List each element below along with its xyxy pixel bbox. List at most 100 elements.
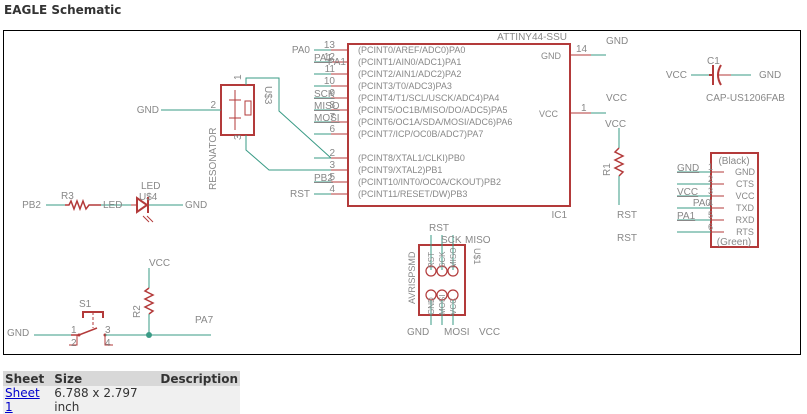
net-label-vcc: VCC: [149, 258, 170, 269]
ftdi-header-body: [710, 152, 759, 248]
xtal1-wire: [245, 77, 332, 159]
net-label-rst: RST: [290, 189, 310, 200]
ic1-pin-number: 10: [324, 76, 336, 87]
led-diode-icon: [136, 196, 149, 214]
s1-ref: S1: [79, 299, 92, 310]
net-label-gnd: GND: [137, 105, 159, 116]
ic1-pin-label: (PCINT6/OC1A/SDA/MOSI/ADC6)PA6: [358, 117, 512, 127]
net-label-gnd: GND: [759, 70, 781, 81]
isp-pin-label: MOSI: [438, 295, 447, 315]
s1-pin4-label: 4: [105, 338, 111, 349]
isp-pad: [436, 265, 448, 277]
ftdi-pin-label: RTS: [736, 227, 754, 237]
isp-pin-label: RST: [427, 252, 436, 268]
led-light-arrow: [142, 215, 150, 223]
ftdi-pin-label: GND: [735, 167, 756, 177]
net-label-mosi: MOSI: [314, 113, 340, 124]
net-label-rst: RST: [429, 223, 449, 234]
resonator-pin3: 3: [233, 134, 244, 140]
ic1-pin-number: 2: [329, 148, 335, 159]
ic1-body: [347, 43, 571, 207]
sheet-table: Sheet Size Description Sheet 1 6.788 x 2…: [3, 371, 240, 414]
r3-resistor: [65, 198, 101, 212]
r2-ref: R2: [132, 305, 143, 318]
ic1-pin-label: (PCINT7/ICP/OC0B/ADC7)PA7: [358, 129, 483, 139]
ic1-pin-number: 7: [329, 112, 335, 123]
sheet-link[interactable]: Sheet 1: [5, 386, 40, 414]
r3-ref: R3: [61, 191, 74, 202]
resonator-crystal: [244, 100, 252, 116]
s1-contact: [77, 333, 81, 337]
net-label-pa7: PA7: [195, 315, 214, 326]
ic1-part-name: ATTINY44-SSU: [497, 32, 567, 43]
header-description: Description: [158, 371, 240, 386]
net-label-pa0: PA0: [693, 198, 712, 209]
net-label-vcc: VCC: [677, 187, 698, 198]
isp-pin-label: VCC: [449, 298, 458, 315]
ic1-pin-label: (PCINT3/T0/ADC3)PA3: [358, 81, 452, 91]
schematic-svg: ATTINY44-SSUIC113(PCINT0/AREF/ADC0)PA0PA…: [7, 32, 785, 349]
led-ref: U$4: [139, 192, 158, 203]
ic1-pin-number: 8: [329, 100, 335, 111]
header-size: Size: [52, 371, 159, 386]
ftdi-pin-number: 3: [708, 186, 713, 196]
ic1-pin-label: (PCINT10/INT0/OC0A/CKOUT)PB2: [358, 177, 501, 187]
net-label-gnd: GND: [185, 200, 207, 211]
s1-pin2-label: 2: [71, 338, 77, 349]
net-label-sck: SCK: [441, 235, 462, 246]
ic1-pin-number: 6: [329, 124, 335, 135]
ic1-pin-number: 4: [329, 184, 335, 195]
page-title: EAGLE Schematic: [4, 3, 122, 17]
ic1-pin-number: 9: [329, 88, 335, 99]
sheet-table-header: Sheet Size Description: [3, 371, 240, 386]
s1-pin3-label: 3: [105, 325, 111, 336]
led-light-arrow: [146, 215, 154, 223]
s1-pin2: [69, 335, 78, 346]
xtal2-wire: [245, 135, 331, 171]
ic1-pin-label: (PCINT2/AIN1/ADC2)PA2: [358, 69, 461, 79]
header-sheet: Sheet: [3, 371, 53, 386]
ic1-pin-label: (PCINT0/AREF/ADC0)PA0: [358, 45, 465, 55]
net-label-miso: MISO: [465, 235, 491, 246]
r1-resistor: [613, 147, 625, 177]
net-label-led: LED: [103, 200, 122, 211]
net-label-pa1: PA1: [314, 53, 333, 64]
ic1-pin-number: 13: [324, 40, 336, 51]
s1-pin4: [104, 335, 113, 346]
resonator-pin2: 2: [210, 100, 216, 111]
isp-pad: [425, 265, 437, 277]
ftdi-pin-label: VCC: [735, 191, 755, 201]
ic1-pin-label: (PCINT11/RESET/DW)PB3: [358, 189, 467, 199]
ic1-pin-label: GND: [541, 51, 562, 61]
ic1-pin-number: 14: [576, 44, 588, 55]
isp-pad: [447, 265, 459, 277]
sheet-size: 6.788 x 2.797 inch: [52, 386, 159, 414]
ic1-pin-number: 11: [325, 64, 336, 75]
net-label-vcc: VCC: [479, 327, 500, 338]
net-label-pa1-overlap: PA1: [328, 57, 347, 68]
isp-pin-label: GND: [427, 297, 436, 315]
ic1-pin-label: (PCINT5/OC1B/MISO/DO/ADC5)PA5: [358, 105, 507, 115]
ftdi-pin-number: 5: [708, 210, 713, 220]
ic1-pin-number: 5: [329, 172, 335, 183]
net-label-mosi: MOSI: [444, 327, 470, 338]
isp-pin-label: SCK: [438, 251, 447, 268]
ftdi-pin-label: RXD: [735, 215, 755, 225]
ic1-ref: IC1: [551, 210, 567, 221]
r1-ref: R1: [602, 163, 613, 176]
resonator-pin1: 1: [233, 74, 244, 80]
ftdi-pin-label: TXD: [736, 203, 755, 213]
ftdi-pin-number: 1: [708, 162, 713, 172]
s1-pin1-label: 1: [71, 325, 77, 336]
c1-ref: C1: [707, 56, 720, 67]
net-label-pb2: PB2: [22, 200, 41, 211]
net-label-gnd: GND: [407, 327, 429, 338]
ftdi-pin-label: CTS: [736, 179, 754, 189]
ic1-pin-number: 1: [581, 103, 587, 114]
ftdi-pin-number: 6: [708, 222, 713, 232]
resonator-body: [220, 84, 255, 136]
ic1-pin-label: (PCINT4/T1/SCL/USCK/ADC4)PA4: [358, 93, 499, 103]
ftdi-pin-number: 2: [708, 174, 713, 184]
net-label-vcc: VCC: [606, 93, 627, 104]
net-label-gnd: GND: [7, 328, 29, 339]
